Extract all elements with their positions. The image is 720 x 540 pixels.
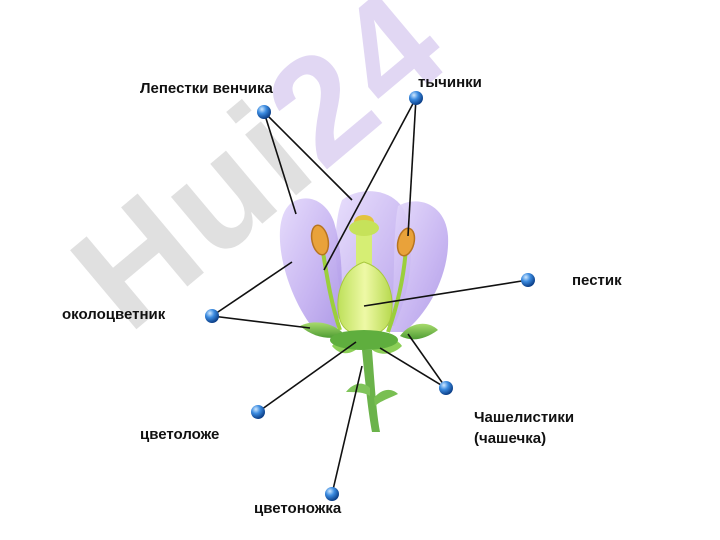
leader-receptacle [257,341,357,413]
leader-perianth-1 [211,261,293,317]
label-sepals-line2: (чашечка) [474,430,547,447]
stem [346,350,398,432]
anther-left [310,224,330,256]
pointer-dot-stamens [409,91,423,105]
label-stamens: тычинки [418,74,482,91]
leader-pedicel [331,365,363,495]
anther-right [396,227,416,257]
leader-lines [211,97,529,495]
leader-petals-1 [263,111,297,215]
pointer-dot-pedicel [325,487,339,501]
label-pedicel: цветоножка [254,500,342,517]
receptacle [330,330,398,350]
leader-petals-2 [263,111,353,201]
label-perianth: околоцветник [62,306,166,323]
label-pistil: пестик [572,272,622,289]
pointer-dot-receptacle [251,405,265,419]
leader-pistil [363,279,529,307]
leader-sepals-1 [407,333,447,389]
label-petals: Лепестки венчика [140,80,273,97]
pointer-dots [205,91,535,501]
leader-stamens-2 [407,97,417,237]
leader-perianth-2 [211,315,311,329]
pointer-dot-petals [257,105,271,119]
leader-stamens-1 [323,97,417,271]
pointer-dot-perianth [205,309,219,323]
pointer-dot-sepals [439,381,453,395]
pointer-dot-pistil [521,273,535,287]
label-sepals-line1: Чашелистики [474,409,575,426]
leader-sepals-2 [379,347,447,389]
label-receptacle: цветоложе [140,426,220,443]
